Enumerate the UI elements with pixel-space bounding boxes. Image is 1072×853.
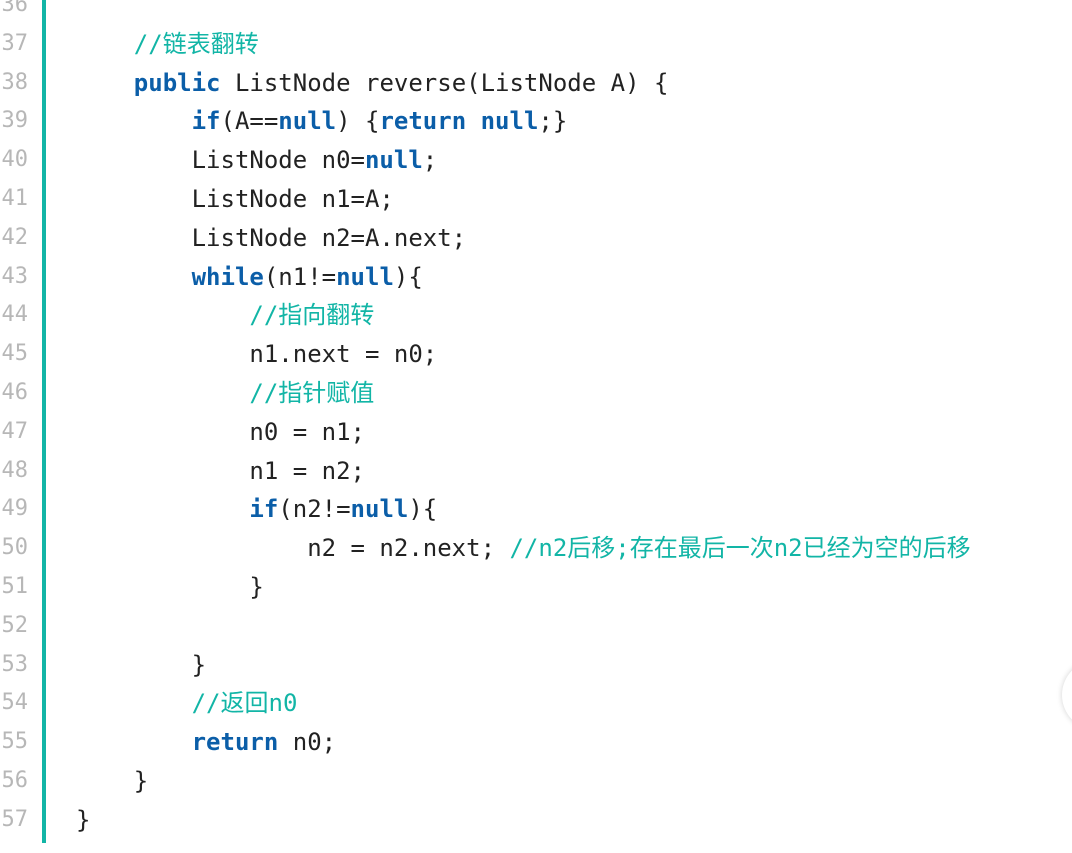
line-number: 50 bbox=[1, 535, 29, 561]
code-token bbox=[76, 107, 192, 135]
code-token: ){ bbox=[393, 262, 423, 291]
code-token bbox=[76, 689, 192, 717]
line-number: 41 bbox=[1, 185, 29, 211]
line-number: 43 bbox=[1, 263, 29, 289]
keyword-token: null bbox=[278, 107, 337, 136]
line-number: 47 bbox=[1, 418, 29, 444]
line-number: 51 bbox=[1, 573, 29, 599]
code-token bbox=[76, 379, 249, 407]
code-token bbox=[76, 301, 249, 329]
code-token: } bbox=[76, 572, 264, 601]
code-token: n1 = n2; bbox=[76, 456, 365, 485]
code-token: (n1!= bbox=[263, 262, 337, 291]
line-code: //返回n0 bbox=[76, 684, 298, 723]
line-number: 36 bbox=[1, 0, 29, 17]
code-token: } bbox=[76, 650, 207, 679]
line-code: public ListNode reverse(ListNode A) { bbox=[76, 64, 669, 103]
line-number: 56 bbox=[1, 767, 29, 793]
line-code: n1 = n2; bbox=[76, 452, 365, 491]
keyword-token: if bbox=[191, 107, 221, 136]
line-number: 38 bbox=[1, 69, 29, 95]
code-token bbox=[466, 107, 480, 135]
code-token: ; bbox=[422, 146, 438, 175]
line-code: n1.next = n0; bbox=[76, 335, 437, 374]
line-code: //指向翻转 bbox=[76, 296, 374, 335]
line-number: 55 bbox=[1, 729, 29, 755]
code-token: ListNode n0= bbox=[76, 146, 365, 175]
keyword-token: null bbox=[336, 262, 394, 291]
keyword-token: if bbox=[249, 495, 279, 524]
line-code: ListNode n1=A; bbox=[76, 180, 394, 219]
code-token: n0; bbox=[278, 728, 337, 757]
line-code: if(A==null) {return null;} bbox=[76, 102, 568, 141]
code-token: ListNode n1=A; bbox=[76, 184, 394, 213]
line-number: 40 bbox=[1, 147, 29, 173]
line-code: while(n1!=null){ bbox=[76, 258, 423, 297]
comment-token: //指针赋值 bbox=[249, 378, 375, 407]
line-code: n2 = n2.next; //n2后移;存在最后一次n2已经为空的后移 bbox=[76, 529, 971, 568]
code-token: n1.next = n0; bbox=[76, 340, 438, 369]
keyword-token: null bbox=[480, 107, 539, 136]
line-number: 44 bbox=[1, 302, 29, 328]
keyword-token: null bbox=[364, 146, 423, 175]
line-code: //指针赋值 bbox=[76, 374, 374, 413]
code-token: ListNode reverse(ListNode A) { bbox=[220, 68, 669, 97]
line-code: } bbox=[76, 646, 206, 685]
line-number: 37 bbox=[1, 30, 29, 56]
code-token: } bbox=[76, 766, 149, 795]
keyword-token: null bbox=[350, 495, 409, 524]
keyword-token: while bbox=[191, 262, 264, 291]
code-token bbox=[76, 495, 249, 523]
code-token bbox=[76, 263, 192, 291]
line-number: 52 bbox=[1, 612, 29, 638]
line-number: 57 bbox=[1, 806, 29, 832]
code-token: ;} bbox=[538, 107, 568, 136]
gutter-border bbox=[42, 0, 46, 843]
keyword-token: public bbox=[133, 68, 221, 97]
line-number: 54 bbox=[1, 690, 29, 716]
code-token bbox=[76, 728, 192, 756]
line-code: } bbox=[76, 801, 90, 840]
line-number: 48 bbox=[1, 457, 29, 483]
line-code: ListNode n2=A.next; bbox=[76, 219, 467, 258]
line-code: ListNode n0=null; bbox=[76, 141, 438, 180]
code-token bbox=[76, 69, 134, 97]
line-code: } bbox=[76, 568, 264, 607]
floating-scroll-button[interactable] bbox=[1062, 660, 1072, 730]
line-code: n0 = n1; bbox=[76, 413, 365, 452]
line-number: 42 bbox=[1, 224, 29, 250]
comment-token: //链表翻转 bbox=[133, 29, 259, 58]
code-token: (A== bbox=[220, 107, 279, 136]
line-number: 46 bbox=[1, 379, 29, 405]
line-code: //链表翻转 bbox=[76, 25, 259, 64]
code-token: } bbox=[76, 805, 91, 834]
comment-token: //返回n0 bbox=[191, 689, 298, 718]
comment-token: //指向翻转 bbox=[249, 301, 375, 330]
line-code: return n0; bbox=[76, 723, 337, 762]
code-token: n2 = n2.next; bbox=[76, 534, 510, 563]
code-token: ListNode n2=A.next; bbox=[76, 223, 467, 252]
line-code: } bbox=[76, 762, 148, 801]
keyword-token: return bbox=[379, 107, 467, 136]
code-token: ) { bbox=[336, 107, 380, 136]
line-number: 49 bbox=[1, 496, 29, 522]
code-token: n0 = n1; bbox=[76, 417, 365, 446]
code-token bbox=[76, 30, 134, 58]
code-token: ){ bbox=[408, 495, 438, 524]
line-number: 53 bbox=[1, 651, 29, 677]
keyword-token: return bbox=[191, 728, 279, 757]
line-number: 45 bbox=[1, 341, 29, 367]
code-token: (n2!= bbox=[278, 495, 351, 524]
comment-token: //n2后移;存在最后一次n2已经为空的后移 bbox=[509, 534, 971, 563]
line-number: 39 bbox=[1, 108, 29, 134]
line-code: if(n2!=null){ bbox=[76, 490, 437, 529]
